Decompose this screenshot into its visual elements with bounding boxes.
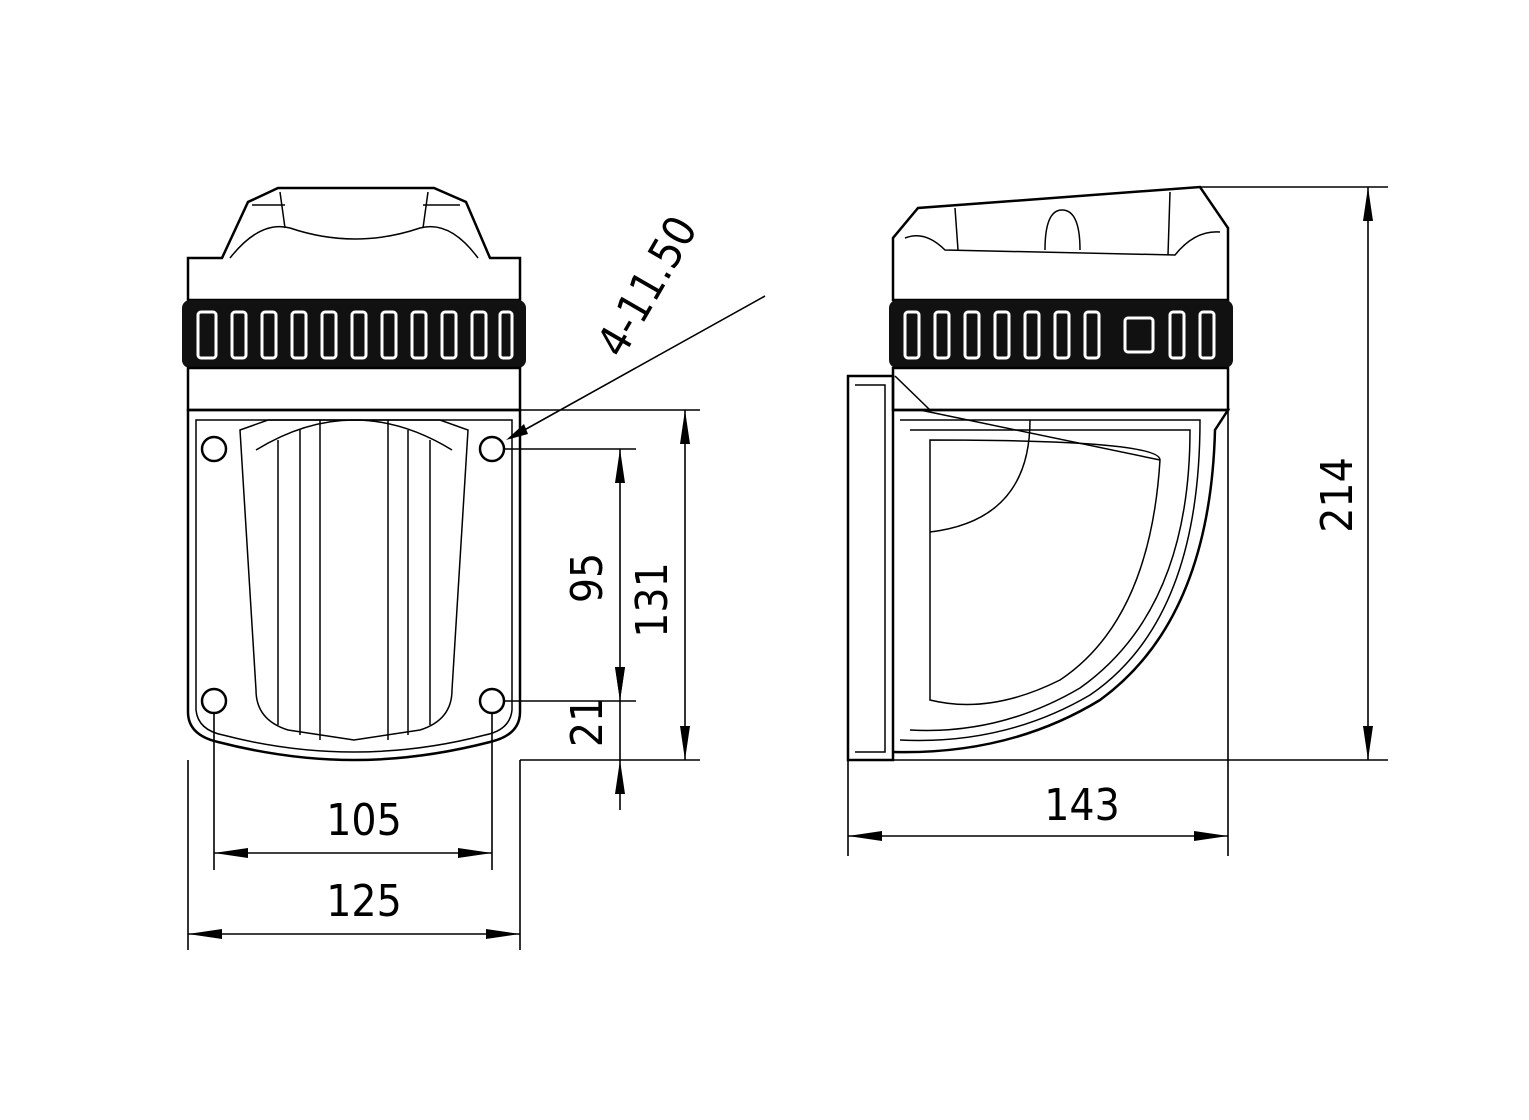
front-view	[182, 186, 526, 762]
mounting-hole	[200, 435, 228, 463]
mounting-hole	[478, 687, 506, 715]
side-flange	[846, 374, 895, 762]
front-ring	[182, 300, 526, 368]
hole-callout: 4-11.50	[506, 208, 766, 440]
front-body	[186, 408, 522, 762]
dim-214: 214	[893, 186, 1388, 761]
dim-131: 131	[520, 409, 700, 760]
dim-label-131: 131	[627, 562, 678, 638]
front-cap	[186, 186, 522, 302]
dim-label-105: 105	[326, 795, 402, 846]
dim-125: 125	[187, 760, 521, 950]
dim-143: 143	[847, 410, 1229, 856]
dim-label-214: 214	[1312, 457, 1363, 533]
hole-callout-label: 4-11.50	[587, 208, 708, 366]
dim-105: 105	[213, 713, 493, 870]
side-view	[846, 185, 1233, 762]
side-cap	[891, 185, 1230, 302]
dim-95-21: 95 21	[504, 448, 700, 810]
mounting-hole	[478, 435, 506, 463]
mounting-hole	[200, 687, 228, 715]
dim-label-125: 125	[326, 876, 402, 927]
dim-label-143: 143	[1044, 780, 1120, 831]
dim-label-21: 21	[562, 697, 613, 747]
dim-label-95: 95	[562, 553, 613, 603]
